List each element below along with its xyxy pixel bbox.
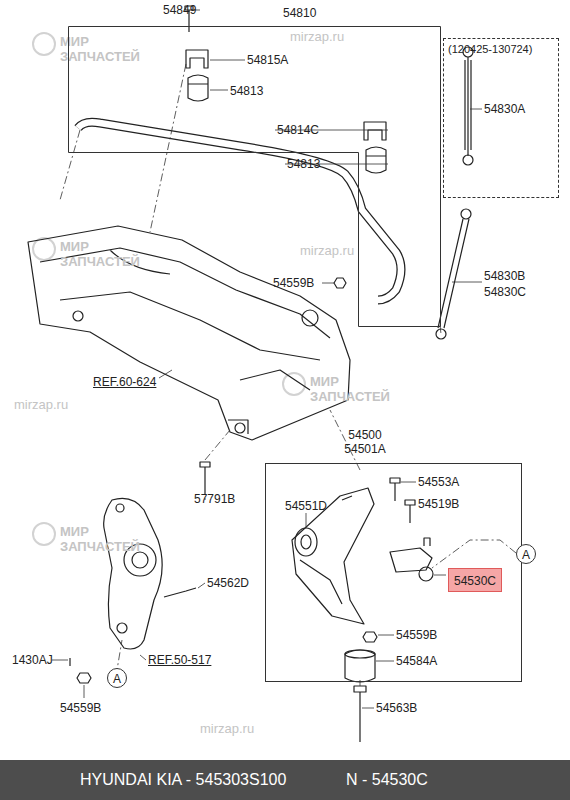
watermark: МИР ЗАПЧАСТЕЙ [60, 524, 142, 554]
watermark: МИР ЗАПЧАСТЕЙ [60, 239, 142, 269]
watermark: МИР ЗАПЧАСТЕЙ [60, 34, 142, 64]
callout-number: 57791B [194, 492, 235, 506]
link-variant-frame: (120425-130724) [443, 38, 559, 198]
watermark: mirzap.ru [200, 722, 254, 736]
callout-number: 54530C [454, 574, 496, 588]
callout-number: 54551D [285, 499, 327, 513]
watermark: МИР ЗАПЧАСТЕЙ [310, 374, 392, 404]
callout-number: 54815A [247, 53, 288, 67]
callout-number: 1430AJ [12, 653, 53, 667]
reference-letter: A [113, 670, 121, 688]
callout-number: 54814C [277, 123, 319, 137]
callout-number: 54500 54501A [341, 428, 389, 456]
callout-number: 54563B [376, 701, 417, 715]
watermark: mirzap.ru [14, 398, 68, 412]
reference-label: REF.50-517 [148, 653, 211, 667]
frame-outline [68, 26, 442, 328]
callout-number: 54830C [484, 285, 526, 299]
callout-number: 54562D [207, 576, 249, 590]
callout-number: 54559B [396, 628, 437, 642]
reference-label: REF.60-624 [93, 375, 156, 389]
callout-number: 54813 [230, 84, 263, 98]
callout-number: 54810 [283, 6, 316, 20]
callout-number: 54519B [418, 497, 459, 511]
callout-number: 54559B [273, 276, 314, 290]
reference-letter: A [522, 546, 530, 564]
watermark: mirzap.ru [290, 30, 344, 44]
watermark: mirzap.ru [300, 244, 354, 258]
reference-circle: A [516, 544, 536, 564]
callout-number: 54559B [60, 701, 101, 715]
callout-number: 54584A [396, 654, 437, 668]
stabilizer-group-frame: 54810 [68, 26, 440, 326]
control-arm-group-frame: 54500 54501A54530C [265, 463, 522, 682]
part-number-bar-text: N - 54530C [346, 771, 428, 789]
callout-number: 54830A [484, 102, 525, 116]
callout-number: 54849 [163, 3, 196, 17]
part-number-bar-text: HYUNDAI KIA - 545303S100 [80, 771, 286, 789]
callout-number: (120425-130724) [448, 42, 532, 56]
callout-number: 54813 [287, 157, 320, 171]
callout-number: 54553A [418, 475, 459, 489]
reference-circle: A [107, 668, 127, 688]
highlighted-part-box: 54530C [448, 568, 502, 592]
callout-number: 54830B [484, 269, 525, 283]
